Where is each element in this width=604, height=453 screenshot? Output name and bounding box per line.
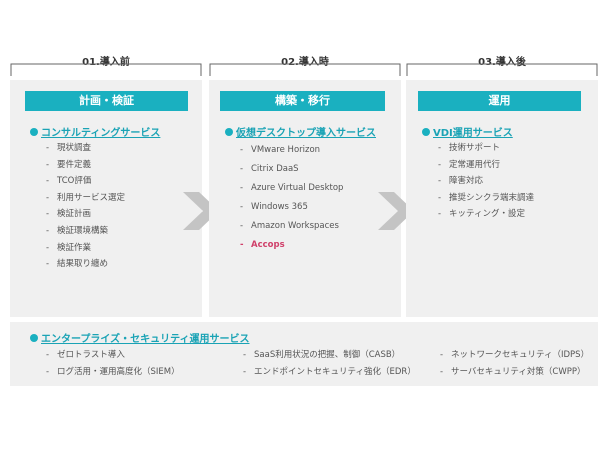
list-item: -SaaS利用状況の把握、制御（CASB） (243, 350, 401, 360)
list-item: -Citrix DaaS (240, 164, 299, 174)
list-item: -TCO評価 (46, 176, 92, 187)
list-item: -Windows 365 (240, 202, 308, 212)
list-item: -定常運用代行 (438, 159, 501, 170)
list-item: -検証環境構築 (46, 225, 109, 236)
service-items-consulting: -現状調査 -要件定義 -TCO評価 -利用サービス選定 -検証計画 -検証環境… (46, 140, 125, 273)
list-item: -要件定義 (46, 159, 92, 170)
list-item: -VMware Horizon (240, 145, 321, 155)
phase-banner-2: 構築・移行 (220, 91, 385, 111)
phase-label-2: 02.導入時 (281, 57, 329, 68)
list-item: -Amazon Workspaces (240, 221, 339, 231)
service-items-vdi-deploy: -VMware Horizon -Citrix DaaS -Azure Virt… (240, 141, 343, 255)
security-items-col1: -ゼロトラスト導入 -ログ活用・運用高度化（SIEM） (46, 347, 180, 381)
security-items-col3: -ネットワークセキュリティ（IDPS） -サーバセキュリティ対策（CWPP） (440, 347, 589, 381)
list-item: -サーバセキュリティ対策（CWPP） (440, 367, 586, 377)
bullet-dot-icon (422, 127, 430, 136)
list-item: -障害対応 (438, 176, 484, 187)
phase-panel-3 (406, 80, 598, 317)
service-title-text: コンサルティングサービス (41, 128, 161, 139)
phase-bracket-3 (406, 63, 598, 77)
phase-panel-2 (209, 80, 401, 317)
bullet-dot-icon (225, 127, 233, 136)
bullet-dot-icon (30, 127, 38, 136)
list-item: -エンドポイントセキュリティ強化（EDR） (243, 367, 416, 377)
security-items-col2: -SaaS利用状況の把握、制御（CASB） -エンドポイントセキュリティ強化（E… (243, 347, 416, 381)
service-title-text: エンタープライズ・セキュリティ運用サービス (41, 334, 250, 345)
phase-bracket-1 (10, 63, 202, 77)
list-item: -現状調査 (46, 143, 92, 153)
list-item: -検証計画 (46, 209, 92, 220)
list-item: -技術サポート (438, 143, 501, 153)
phase-label-3: 03.導入後 (478, 57, 526, 68)
phase-bracket-2 (209, 63, 401, 77)
service-title-security[interactable]: エンタープライズ・セキュリティ運用サービス (30, 330, 250, 345)
phase-banner-3: 運用 (418, 91, 581, 111)
phase-label-1: 01.導入前 (82, 57, 130, 68)
service-title-vdi-ops[interactable]: VDI運用サービス (422, 124, 513, 139)
security-panel (10, 322, 598, 386)
bullet-dot-icon (30, 333, 38, 342)
service-title-consulting[interactable]: コンサルティングサービス (30, 124, 160, 139)
list-item: -利用サービス選定 (46, 192, 126, 203)
list-item: -キッティング・設定 (438, 209, 525, 220)
list-item: -推奨シンクラ端末調達 (438, 192, 535, 203)
phase-panel-1 (10, 80, 202, 317)
list-item: -ゼロトラスト導入 (46, 350, 125, 360)
list-item: -Azure Virtual Desktop (240, 183, 344, 193)
list-item: -ネットワークセキュリティ（IDPS） (440, 350, 590, 360)
list-item: -検証作業 (46, 242, 92, 253)
list-item: -ログ活用・運用高度化（SIEM） (46, 367, 180, 377)
service-title-vdi-deploy[interactable]: 仮想デスクトップ導入サービス (225, 124, 376, 139)
list-item: -結果取り纏め (46, 259, 109, 270)
phase-banner-1: 計画・検証 (25, 91, 188, 111)
service-title-text: VDI運用サービス (433, 128, 513, 139)
service-items-vdi-ops: -技術サポート -定常運用代行 -障害対応 -推奨シンクラ端末調達 -キッティン… (438, 140, 534, 223)
service-title-text: 仮想デスクトップ導入サービス (236, 128, 376, 139)
list-item-highlight: -Accops (240, 240, 285, 250)
